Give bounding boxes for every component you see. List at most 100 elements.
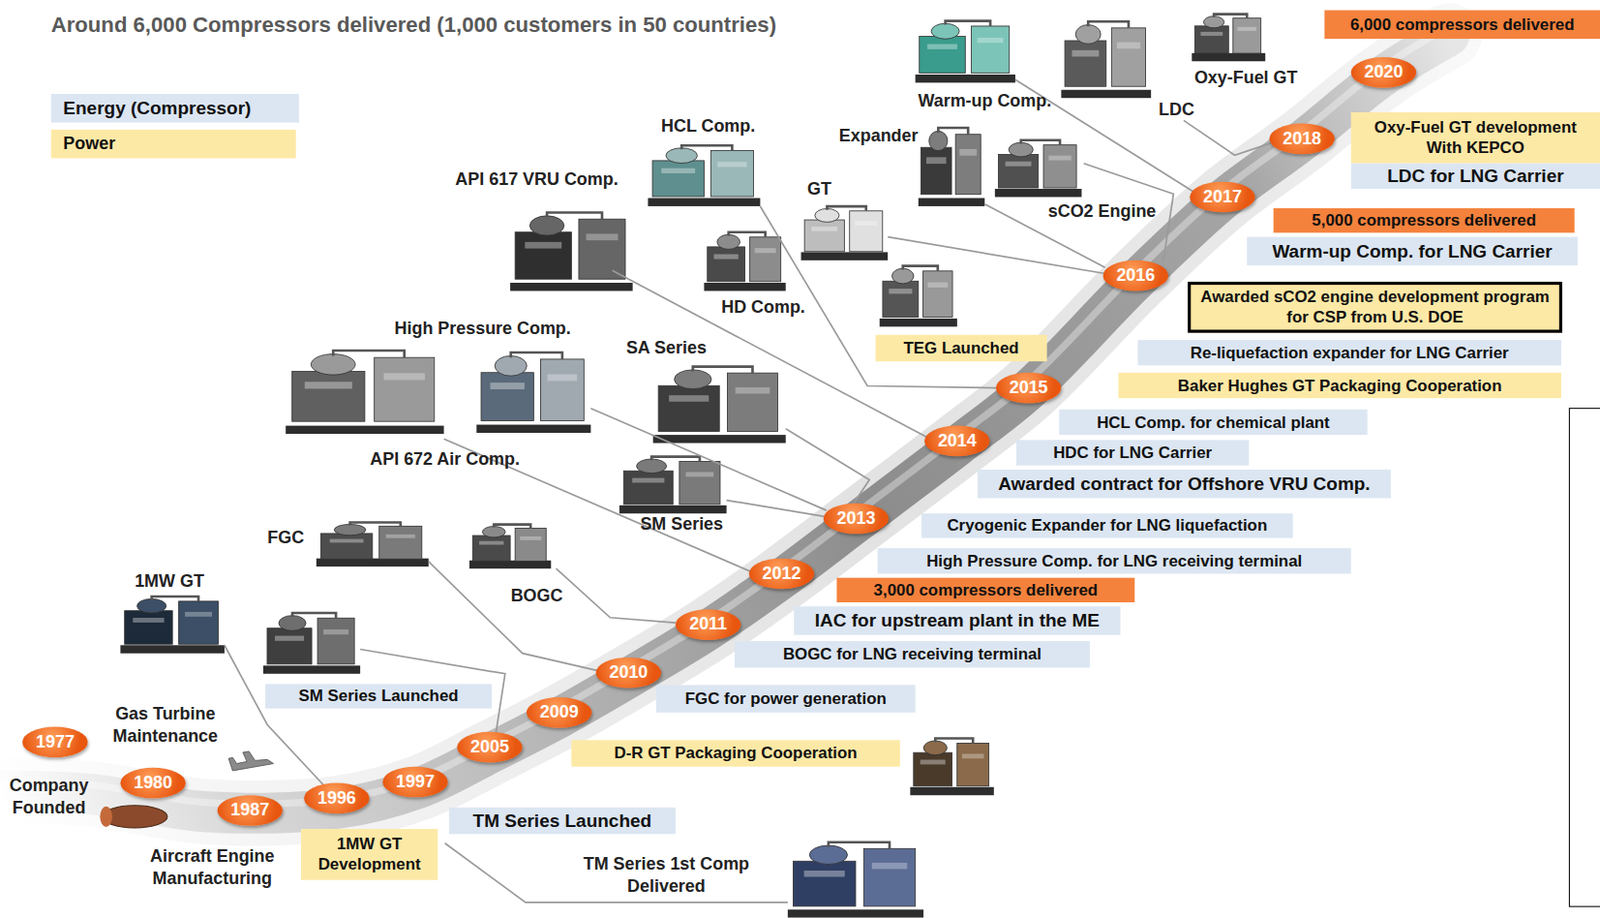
equipment-illustration — [647, 145, 760, 207]
milestone-label: Gas Turbine Maintenance — [101, 702, 229, 749]
node-text: TM Series Launched — [473, 809, 653, 833]
year-marker: 2018 — [1268, 123, 1334, 155]
diagram-title: Around 6,000 Compressors delivered (1,00… — [51, 12, 777, 37]
power-band: Baker Hughes GT Packaging Cooperation — [1117, 372, 1562, 398]
energy-band: High Pressure Comp. for LNG receiving te… — [877, 547, 1352, 574]
node-text: SM Series Launched — [299, 685, 459, 706]
node-text: 1977 — [35, 730, 75, 753]
equipment-illustration — [619, 456, 727, 514]
node-text: HCL Comp. for chemical plant — [1096, 411, 1330, 432]
product-label: Expander — [839, 125, 919, 149]
equipment-illustration — [915, 21, 1016, 84]
swoosh-glow — [0, 35, 1450, 814]
equipment-illustration — [263, 612, 361, 674]
node-text: 1980 — [133, 771, 173, 793]
equipment-illustration — [918, 127, 986, 207]
equipment-illustration — [120, 596, 225, 654]
node-text: 2020 — [1364, 61, 1404, 84]
product-label: API 617 VRU Comp. — [454, 168, 618, 191]
node-text: High Pressure Comp. for LNG receiving te… — [926, 550, 1302, 572]
product-label: sCO2 Engine — [1048, 201, 1157, 224]
product-label: Warm-up Comp. — [917, 90, 1052, 113]
product-label: BOGC — [511, 584, 564, 607]
year-marker: 1977 — [22, 726, 88, 758]
node-text: 2009 — [540, 701, 579, 724]
node-text: Cryogenic Expander for LNG liquefaction — [946, 514, 1268, 536]
year-marker: 2013 — [823, 503, 889, 535]
node-text: 1MW GT Development — [306, 833, 432, 875]
power-band: Oxy-Fuel GT development With KEPCO — [1351, 112, 1600, 164]
equipment-illustration — [1060, 21, 1151, 98]
energy-band: FGC for power generation — [656, 684, 916, 712]
energy-band: Cryogenic Expander for LNG liquefaction — [921, 513, 1294, 538]
node-text: 2018 — [1282, 127, 1322, 150]
node-text: BOGC for LNG receiving terminal — [783, 643, 1042, 665]
equipment-illustration — [653, 366, 786, 444]
power-band: 1MW GT Development — [301, 828, 438, 880]
year-marker: 2015 — [996, 372, 1061, 404]
year-marker: 2014 — [924, 425, 990, 457]
year-marker: 2012 — [749, 558, 815, 590]
cropped-panel — [1569, 408, 1600, 906]
energy-band: TM Series Launched — [449, 807, 676, 834]
power-band: D-R GT Packaging Cooperation — [571, 739, 900, 766]
timeline-swoosh — [0, 35, 1450, 814]
year-marker: 1980 — [120, 767, 185, 799]
node-text: 2015 — [1009, 376, 1049, 398]
aircraft-engine-icon — [99, 805, 168, 828]
milestone-band: 3,000 compressors delivered — [836, 577, 1135, 603]
node-text: 2016 — [1116, 264, 1155, 286]
year-marker: 2016 — [1103, 260, 1169, 292]
leader-line — [726, 500, 825, 517]
product-label: 1MW GT — [134, 570, 205, 593]
legend-text: Power — [62, 133, 116, 154]
year-marker: 2010 — [596, 657, 662, 689]
node-text: Baker Hughes GT Packaging Cooperation — [1177, 374, 1503, 395]
legend-swatch: Energy (Compressor) — [51, 93, 300, 123]
node-text: FGC for power generation — [685, 688, 887, 709]
equipment-illustration — [703, 232, 785, 292]
energy-band: Warm-up Comp. for LNG Carrier — [1246, 237, 1578, 267]
node-text: Re-liquefaction expander for LNG Carrier — [1190, 342, 1510, 363]
product-label: LDC — [1158, 98, 1195, 121]
year-marker: 1997 — [382, 766, 448, 798]
year-marker: 2011 — [675, 608, 741, 640]
product-label: GT — [807, 178, 832, 201]
equipment-illustration — [909, 738, 994, 796]
node-text: 1997 — [395, 770, 435, 792]
equipment-illustration — [510, 211, 634, 291]
node-text: 2012 — [762, 562, 802, 584]
leader-line — [785, 428, 870, 505]
leader-line — [428, 561, 599, 671]
leader-line — [556, 568, 676, 623]
leader-line — [1183, 120, 1272, 155]
product-label: HCL Comp. — [661, 115, 755, 138]
energy-band: BOGC for LNG receiving terminal — [734, 640, 1090, 667]
node-text: 3,000 compressors delivered — [874, 579, 1099, 601]
product-label: FGC — [267, 526, 304, 549]
leader-line — [445, 843, 788, 903]
swoosh-sheen — [0, 26, 1450, 804]
node-text: Warm-up Comp. for LNG Carrier — [1271, 239, 1552, 263]
product-label: SM Series — [639, 513, 724, 536]
node-text: 6,000 compressors delivered — [1350, 14, 1575, 35]
leader-line — [590, 408, 827, 511]
node-text: D-R GT Packaging Cooperation — [614, 742, 858, 763]
equipment-illustration — [787, 842, 924, 918]
leader-line — [887, 237, 1106, 274]
year-marker: 2017 — [1189, 181, 1255, 213]
energy-band: SM Series Launched — [265, 683, 492, 708]
legend-text: Energy (Compressor) — [62, 97, 251, 120]
year-marker: 2005 — [456, 731, 522, 763]
node-text: Awarded sCO2 engine development program … — [1197, 286, 1554, 328]
node-text: IAC for upstream plant in the ME — [815, 608, 1100, 633]
milestone-band: 6,000 compressors delivered — [1324, 10, 1600, 40]
energy-band: HCL Comp. for chemical plant — [1058, 409, 1367, 435]
equipment-illustration — [316, 522, 429, 568]
product-label: API 672 Air Comp. — [369, 448, 520, 471]
energy-band: LDC for LNG Carrier — [1351, 163, 1600, 189]
product-label: HD Comp. — [721, 296, 806, 319]
aircraft-icon — [228, 751, 273, 771]
node-text: 2017 — [1203, 185, 1242, 208]
product-label: SA Series — [626, 336, 707, 360]
